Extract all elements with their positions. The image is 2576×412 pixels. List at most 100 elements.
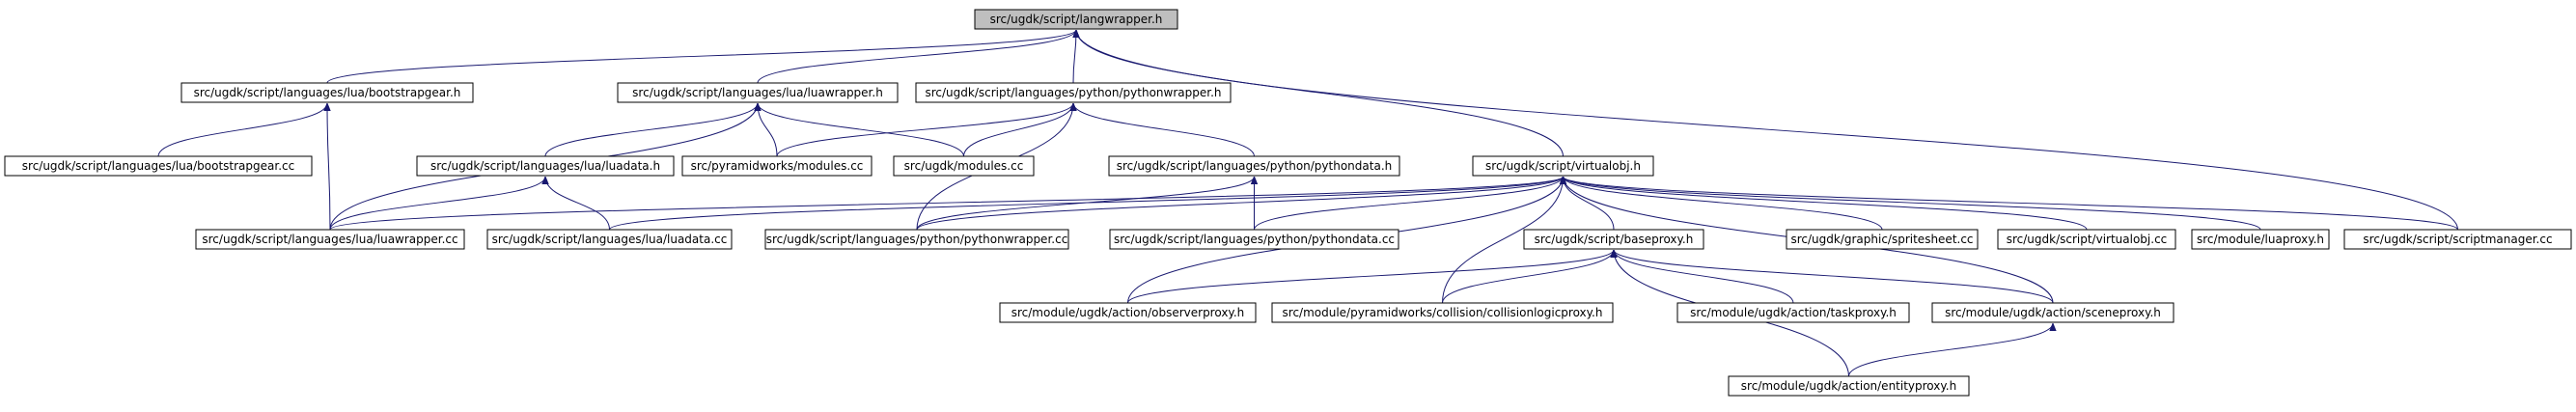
- node-box: [1728, 375, 1970, 397]
- node-root[interactable]: src/ugdk/script/langwrapper.h: [974, 9, 1178, 30]
- node-label: src/module/ugdk/action/taskproxy.h: [1690, 306, 1897, 319]
- node-box: [617, 82, 899, 103]
- edge-spritesheet-cc-to-virtualobj-h: [1564, 176, 1883, 231]
- node-baseproxy-h[interactable]: src/ugdk/script/baseproxy.h: [1523, 229, 1704, 250]
- node-box: [1997, 229, 2176, 250]
- node-box: [1523, 229, 1704, 250]
- edge-bootstrapgear-h-to-root: [326, 29, 1076, 84]
- node-box: [1786, 229, 1979, 250]
- node-luadata-h[interactable]: src/ugdk/script/languages/lua/luadata.h: [416, 155, 675, 177]
- node-label: src/ugdk/modules.cc: [904, 159, 1024, 173]
- node-virtualobj-cc[interactable]: src/ugdk/script/virtualobj.cc: [1997, 229, 2176, 250]
- node-taskproxy-h[interactable]: src/module/ugdk/action/taskproxy.h: [1676, 302, 1910, 323]
- edge-entityproxy-h-to-sceneproxy-h: [1848, 322, 2054, 377]
- node-box: [416, 155, 675, 177]
- node-luawrapper-h[interactable]: src/ugdk/script/languages/lua/luawrapper…: [617, 82, 899, 103]
- edge-bootstrapgear-cc-to-bootstrapgear-h: [157, 102, 327, 157]
- node-box: [1472, 155, 1654, 177]
- edge-luawrapper-h-to-root: [757, 29, 1076, 84]
- node-box: [1271, 302, 1614, 323]
- node-box: [180, 82, 474, 103]
- edge-luawrapper-cc-to-bootstrapgear-h: [327, 103, 330, 231]
- node-label: src/ugdk/script/languages/lua/bootstrapg…: [194, 86, 461, 99]
- edge-pw-modules-cc-to-luawrapper-h: [758, 103, 778, 157]
- node-label: src/ugdk/graphic/spritesheet.cc: [1790, 233, 1973, 246]
- edge-luawrapper-cc-to-luadata-h: [329, 176, 545, 231]
- node-pw-modules-cc[interactable]: src/pyramidworks/modules.cc: [681, 155, 873, 177]
- edge-collisionlogicproxy-h-to-virtualobj-h: [1442, 177, 1564, 304]
- edge-pythonwrapper-h-to-root: [1073, 30, 1076, 84]
- node-entityproxy-h[interactable]: src/module/ugdk/action/entityproxy.h: [1728, 375, 1970, 397]
- edge-ugdk-modules-cc-to-pythonwrapper-h: [963, 102, 1074, 157]
- node-sceneproxy-h[interactable]: src/module/ugdk/action/sceneproxy.h: [1931, 302, 2174, 323]
- node-luaproxy-h[interactable]: src/module/luaproxy.h: [2191, 229, 2330, 250]
- edge-luawrapper-cc-to-virtualobj-h: [329, 176, 1564, 231]
- node-label: src/module/ugdk/action/observerproxy.h: [1011, 306, 1245, 319]
- node-label: src/ugdk/script/languages/python/pythonw…: [925, 86, 1221, 99]
- node-box: [764, 229, 1069, 250]
- node-box: [1108, 155, 1400, 177]
- node-box: [4, 155, 313, 177]
- node-box: [195, 229, 465, 250]
- node-box: [681, 155, 873, 177]
- node-spritesheet-cc[interactable]: src/ugdk/graphic/spritesheet.cc: [1786, 229, 1979, 250]
- node-label: src/ugdk/script/languages/lua/luawrapper…: [632, 86, 883, 99]
- node-label: src/ugdk/script/languages/python/pythond…: [1114, 233, 1395, 246]
- edge-luadata-cc-to-luadata-h: [545, 176, 610, 231]
- node-bootstrapgear-cc[interactable]: src/ugdk/script/languages/lua/bootstrapg…: [4, 155, 313, 177]
- node-scriptmanager-cc[interactable]: src/ugdk/script/scriptmanager.cc: [2343, 229, 2572, 250]
- node-box: [999, 302, 1257, 323]
- node-luadata-cc[interactable]: src/ugdk/script/languages/lua/luadata.cc: [486, 229, 733, 250]
- edge-luadata-h-to-luawrapper-h: [544, 102, 758, 157]
- edge-pythonwrapper-cc-to-virtualobj-h: [916, 176, 1564, 231]
- node-box: [1931, 302, 2174, 323]
- node-pythondata-cc[interactable]: src/ugdk/script/languages/python/pythond…: [1109, 229, 1399, 250]
- node-virtualobj-h[interactable]: src/ugdk/script/virtualobj.h: [1472, 155, 1654, 177]
- node-ugdk-modules-cc[interactable]: src/ugdk/modules.cc: [893, 155, 1035, 177]
- node-label: src/pyramidworks/modules.cc: [691, 159, 864, 173]
- node-box: [915, 82, 1232, 103]
- node-label: src/ugdk/script/baseproxy.h: [1535, 233, 1694, 246]
- node-label: src/ugdk/script/virtualobj.cc: [2007, 233, 2168, 246]
- node-luawrapper-cc[interactable]: src/ugdk/script/languages/lua/luawrapper…: [195, 229, 465, 250]
- edge-luaproxy-h-to-virtualobj-h: [1564, 176, 2261, 231]
- node-label: src/ugdk/script/languages/python/pythonw…: [766, 233, 1068, 246]
- node-label: src/ugdk/script/scriptmanager.cc: [2363, 233, 2552, 246]
- node-pythondata-h[interactable]: src/ugdk/script/languages/python/pythond…: [1108, 155, 1400, 177]
- edge-scriptmanager-cc-to-virtualobj-h: [1564, 176, 2458, 231]
- node-label: src/ugdk/script/virtualobj.h: [1485, 159, 1641, 173]
- node-label: src/ugdk/script/langwrapper.h: [990, 13, 1163, 26]
- node-box: [1676, 302, 1910, 323]
- node-box: [2191, 229, 2330, 250]
- node-label: src/ugdk/script/languages/lua/luadata.cc: [492, 233, 728, 246]
- node-label: src/module/ugdk/action/entityproxy.h: [1741, 379, 1956, 393]
- edge-pw-modules-cc-to-pythonwrapper-h: [776, 102, 1073, 157]
- node-box: [974, 9, 1178, 30]
- node-observerproxy-h[interactable]: src/module/ugdk/action/observerproxy.h: [999, 302, 1257, 323]
- edge-taskproxy-h-to-baseproxy-h: [1614, 249, 1794, 304]
- edges-layer: [157, 29, 2458, 377]
- edge-pythondata-h-to-pythonwrapper-h: [1073, 102, 1255, 157]
- edge-collisionlogicproxy-h-to-baseproxy-h: [1442, 249, 1615, 304]
- nodes-layer: src/ugdk/script/langwrapper.h src/ugdk/sc…: [4, 9, 2572, 397]
- node-pythonwrapper-cc[interactable]: src/ugdk/script/languages/python/pythonw…: [764, 229, 1069, 250]
- edge-sceneproxy-h-to-baseproxy-h: [1614, 249, 2054, 304]
- edge-pythondata-cc-to-virtualobj-h: [1254, 176, 1564, 231]
- node-label: src/ugdk/script/languages/python/pythond…: [1117, 159, 1393, 173]
- node-bootstrapgear-h[interactable]: src/ugdk/script/languages/lua/bootstrapg…: [180, 82, 474, 103]
- node-box: [893, 155, 1035, 177]
- node-collisionlogicproxy-h[interactable]: src/module/pyramidworks/collision/collis…: [1271, 302, 1614, 323]
- edge-ugdk-modules-cc-to-luawrapper-h: [758, 102, 964, 157]
- node-label: src/ugdk/script/languages/lua/luadata.h: [430, 159, 660, 173]
- edge-luadata-cc-to-virtualobj-h: [609, 176, 1564, 231]
- edge-virtualobj-cc-to-virtualobj-h: [1564, 176, 2088, 231]
- node-label: src/ugdk/script/languages/lua/luawrapper…: [202, 233, 457, 246]
- node-box: [486, 229, 733, 250]
- node-box: [1109, 229, 1399, 250]
- node-pythonwrapper-h[interactable]: src/ugdk/script/languages/python/pythonw…: [915, 82, 1232, 103]
- node-label: src/module/luaproxy.h: [2197, 233, 2324, 246]
- node-box: [2343, 229, 2572, 250]
- node-label: src/module/ugdk/action/sceneproxy.h: [1945, 306, 2161, 319]
- node-label: src/module/pyramidworks/collision/collis…: [1283, 306, 1603, 319]
